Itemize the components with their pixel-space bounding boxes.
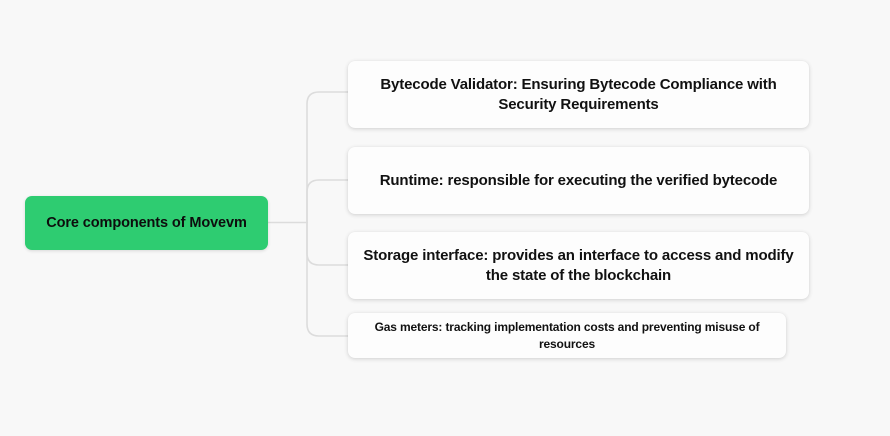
child-node-label: Bytecode Validator: Ensuring Bytecode Co…: [380, 75, 777, 113]
child-node-label: Storage interface: provides an interface…: [363, 246, 794, 284]
child-node-gas-meters[interactable]: Gas meters: tracking implementation cost…: [348, 313, 786, 358]
child-node-storage-interface[interactable]: Storage interface: provides an interface…: [348, 232, 809, 299]
connector-branch-1: [306, 91, 349, 224]
child-node-runtime[interactable]: Runtime: responsible for executing the v…: [348, 147, 809, 214]
connector-branch-4: [306, 221, 349, 337]
root-node[interactable]: Core components of Movevm: [25, 196, 268, 250]
child-node-bytecode-validator[interactable]: Bytecode Validator: Ensuring Bytecode Co…: [348, 61, 809, 128]
child-node-label: Runtime: responsible for executing the v…: [379, 171, 778, 189]
connector-branch-2: [306, 179, 349, 224]
connector-branch-3: [306, 221, 349, 266]
root-node-label: Core components of Movevm: [46, 214, 247, 231]
child-node-label: Gas meters: tracking implementation cost…: [374, 319, 760, 351]
